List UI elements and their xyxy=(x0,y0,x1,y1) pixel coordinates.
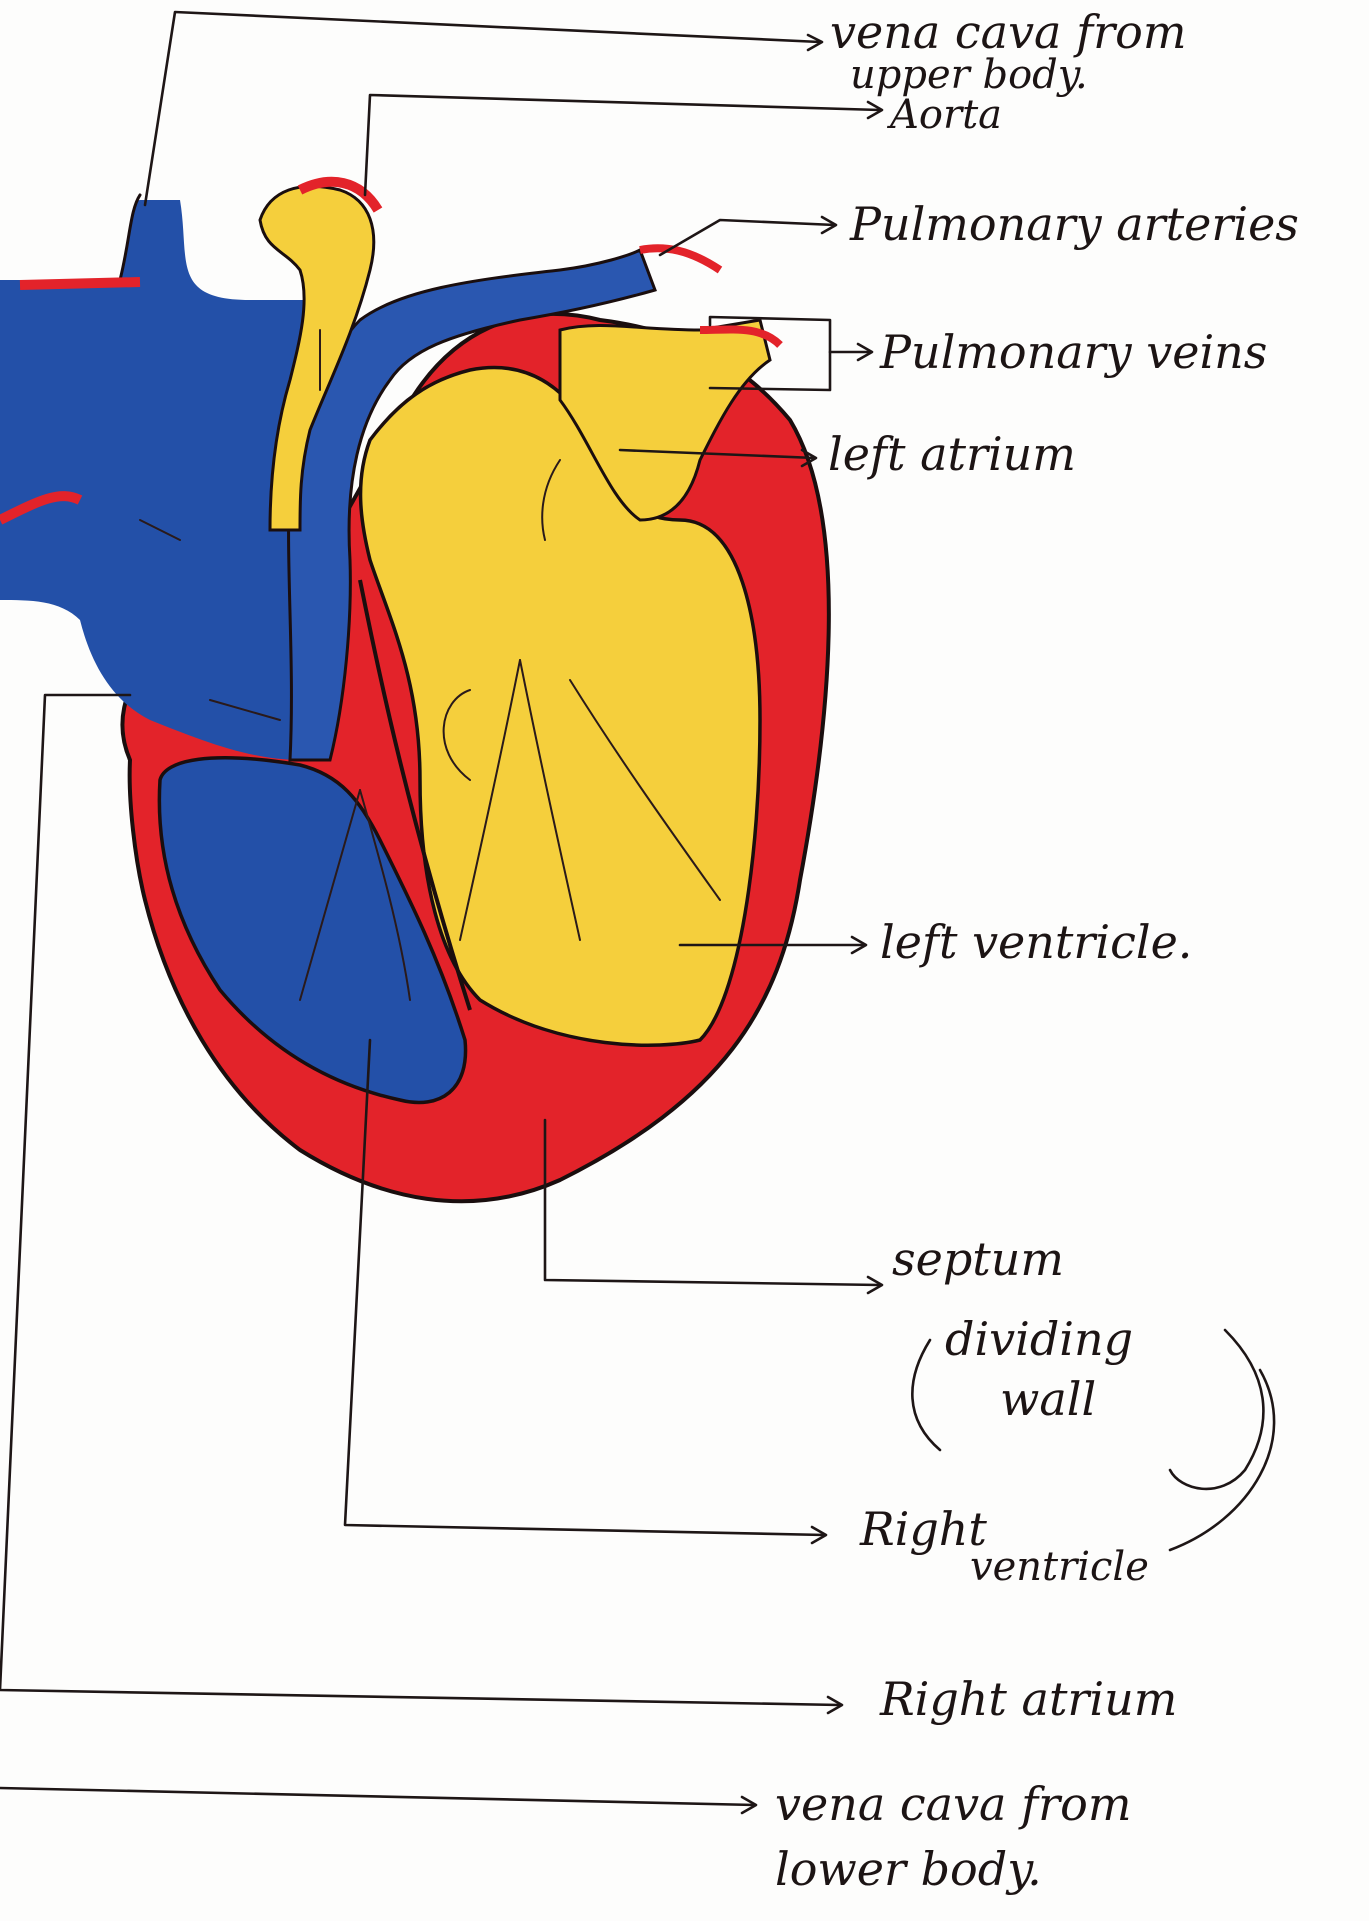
heart-illustration xyxy=(0,182,829,1201)
label-septum-line1: septum xyxy=(892,1232,1064,1286)
label-vena-cava-upper-line1: vena cava from xyxy=(830,5,1186,59)
label-right-ventricle-line2: ventricle xyxy=(970,1544,1149,1590)
label-vena-cava-lower-line1: vena cava from xyxy=(775,1777,1131,1831)
septum-bracket-left xyxy=(912,1340,940,1450)
label-right-ventricle-line1: Right xyxy=(859,1502,987,1556)
label-left-atrium: left atrium xyxy=(828,427,1076,481)
label-right-atrium: Right atrium xyxy=(879,1672,1177,1726)
leader-vena-cava-upper xyxy=(145,12,820,205)
leader-vena-cava-lower xyxy=(0,1788,755,1805)
label-left-ventricle: left ventricle. xyxy=(880,915,1192,969)
label-septum-line3: wall xyxy=(1000,1372,1096,1426)
labels: vena cava from upper body. Aorta Pulmona… xyxy=(775,5,1299,1896)
leader-aorta xyxy=(365,95,880,195)
septum-bracket-tail xyxy=(1170,1370,1274,1550)
label-vena-cava-lower-line2: lower body. xyxy=(775,1842,1042,1896)
vessel-red-edge xyxy=(20,282,140,285)
pulmonary-red-edge xyxy=(640,248,720,270)
label-aorta: Aorta xyxy=(886,92,1002,138)
label-septum-line2: dividing xyxy=(945,1312,1133,1366)
label-pulmonary-veins: Pulmonary veins xyxy=(879,325,1267,379)
septum-bracket-right xyxy=(1170,1330,1263,1489)
label-pulmonary-arteries: Pulmonary arteries xyxy=(849,197,1299,251)
